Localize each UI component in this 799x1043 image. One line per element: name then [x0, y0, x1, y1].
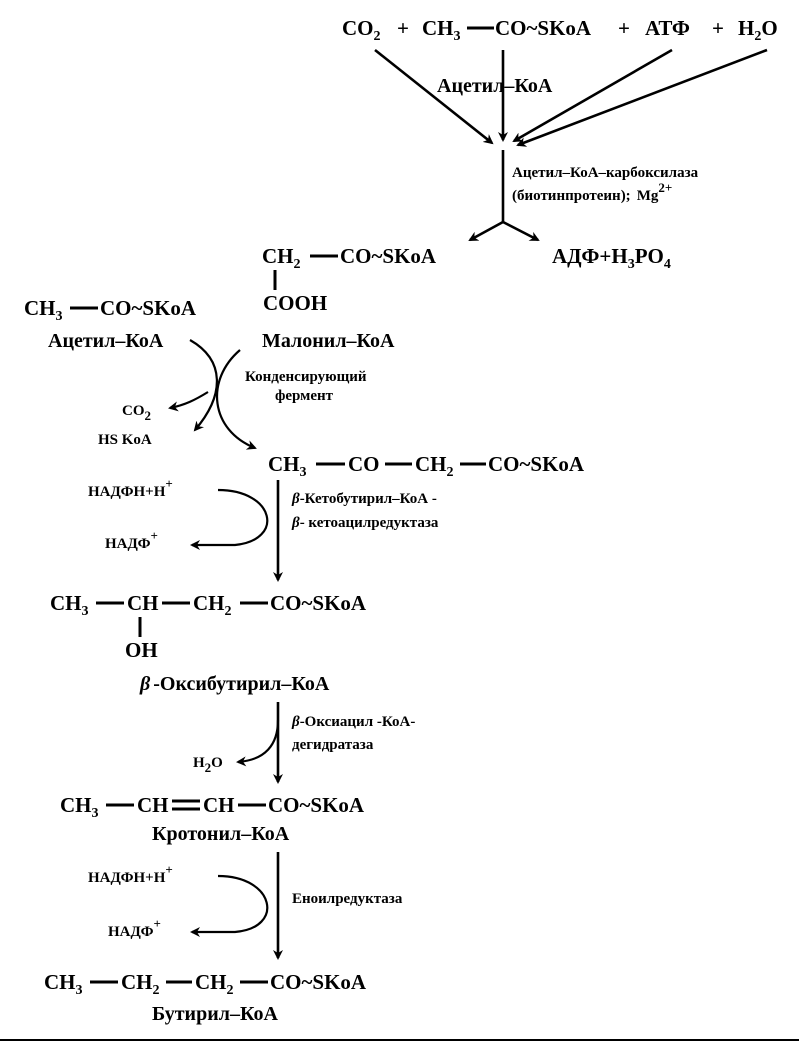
malonyl-coa-group: CO~SKoA	[340, 244, 437, 268]
condense-arrow-right	[216, 349, 257, 450]
condensing-enzyme-label: Конденсирующий	[245, 369, 367, 385]
condense-arrow-left	[189, 339, 218, 432]
plus-sign: +	[397, 16, 409, 40]
hs-coa-product: HS KoA	[98, 432, 152, 448]
ch3-group: CH3	[60, 793, 99, 821]
ch2-group: CH2	[193, 591, 232, 619]
ch-group: CH	[203, 793, 235, 817]
converge-arrow	[512, 48, 673, 143]
ketoreductase-enzyme-label: β- кетоацилредуктаза	[291, 515, 439, 531]
nadph-cofactor-arrow	[190, 874, 269, 937]
oxybutyryl-coa-name: β-Оксибутирил–КоА	[139, 673, 330, 695]
plus-sign: +	[618, 16, 630, 40]
nadp-cofactor: НАДФ+	[105, 528, 158, 552]
ch3-group: CH3	[422, 16, 461, 44]
crotonyl-coa-group: CO~SKoA	[268, 793, 365, 817]
split-arrow-right	[502, 220, 540, 242]
water-reactant: H2O	[738, 16, 778, 44]
malonyl-coa-name: Малонил–КоА	[262, 330, 395, 352]
ch-group: CH	[137, 793, 169, 817]
plus-sign: +	[712, 16, 724, 40]
enoylreductase-enzyme-label: Еноилредуктаза	[292, 891, 403, 907]
acetyl-coa-label: Ацетил–КоА	[437, 75, 553, 97]
ch-group: CH	[127, 591, 159, 615]
ch3-group: CH3	[24, 296, 63, 324]
nadph-cofactor: НАДФН+Н+	[88, 476, 173, 500]
ch3-group: CH3	[44, 970, 83, 998]
co2-product: CO2	[122, 403, 151, 423]
co2-reactant: CO2	[342, 16, 381, 44]
oxybutyryl-coa-group: CO~SKoA	[270, 591, 367, 615]
ch2-group: CH2	[195, 970, 234, 998]
ch3-group: CH3	[268, 452, 307, 480]
acetyl-coa-name: Ацетил–КоА	[48, 330, 164, 352]
carboxylase-enzyme-label: Ацетил–КоА–карбоксилаза	[512, 165, 699, 181]
co2-release-arrow	[168, 391, 209, 412]
ketobutyryl-coa-group: CO~SKoA	[488, 452, 585, 476]
ch2-group: CH2	[415, 452, 454, 480]
hydroxyl-group: OH	[125, 638, 158, 662]
converge-arrow	[374, 48, 494, 145]
atp-reactant: АТФ	[645, 16, 690, 40]
ch3-group: CH3	[50, 591, 89, 619]
nadp-cofactor: НАДФ+	[108, 916, 161, 940]
crotonyl-coa-name: Кротонил–КоА	[152, 823, 290, 845]
adp-phosphate-product: АДФ+H3PO4	[552, 244, 671, 272]
dehydratase-enzyme-label: β-Оксиацил -КоА-	[291, 714, 415, 730]
ch2-group: CH2	[262, 244, 301, 272]
condensing-enzyme-label: фермент	[275, 388, 334, 404]
ch2-group: CH2	[121, 970, 160, 998]
nadph-cofactor-arrow	[190, 488, 269, 550]
enzyme-note: (биотинпротеин);Mg2+	[512, 180, 672, 204]
water-product: H2O	[193, 755, 223, 775]
acetyl-coa-group: CO~SKoA	[100, 296, 197, 320]
butyryl-coa-group: CO~SKoA	[270, 970, 367, 994]
butyryl-coa-name: Бутирил–КоА	[152, 1003, 278, 1025]
dehydratase-enzyme-label: дегидратаза	[292, 737, 374, 753]
converge-arrow	[516, 48, 768, 147]
ketoreductase-enzyme-label: β-Кетобутирил–КоА -	[291, 491, 437, 507]
water-release-arrow	[236, 719, 280, 767]
cooh-group: COOH	[263, 291, 327, 315]
nadph-cofactor: НАДФН+Н+	[88, 862, 173, 886]
carbonyl-group: CO	[348, 452, 380, 476]
split-arrow-left	[468, 220, 504, 242]
acetyl-coa-group: CO~SKoA	[495, 16, 592, 40]
